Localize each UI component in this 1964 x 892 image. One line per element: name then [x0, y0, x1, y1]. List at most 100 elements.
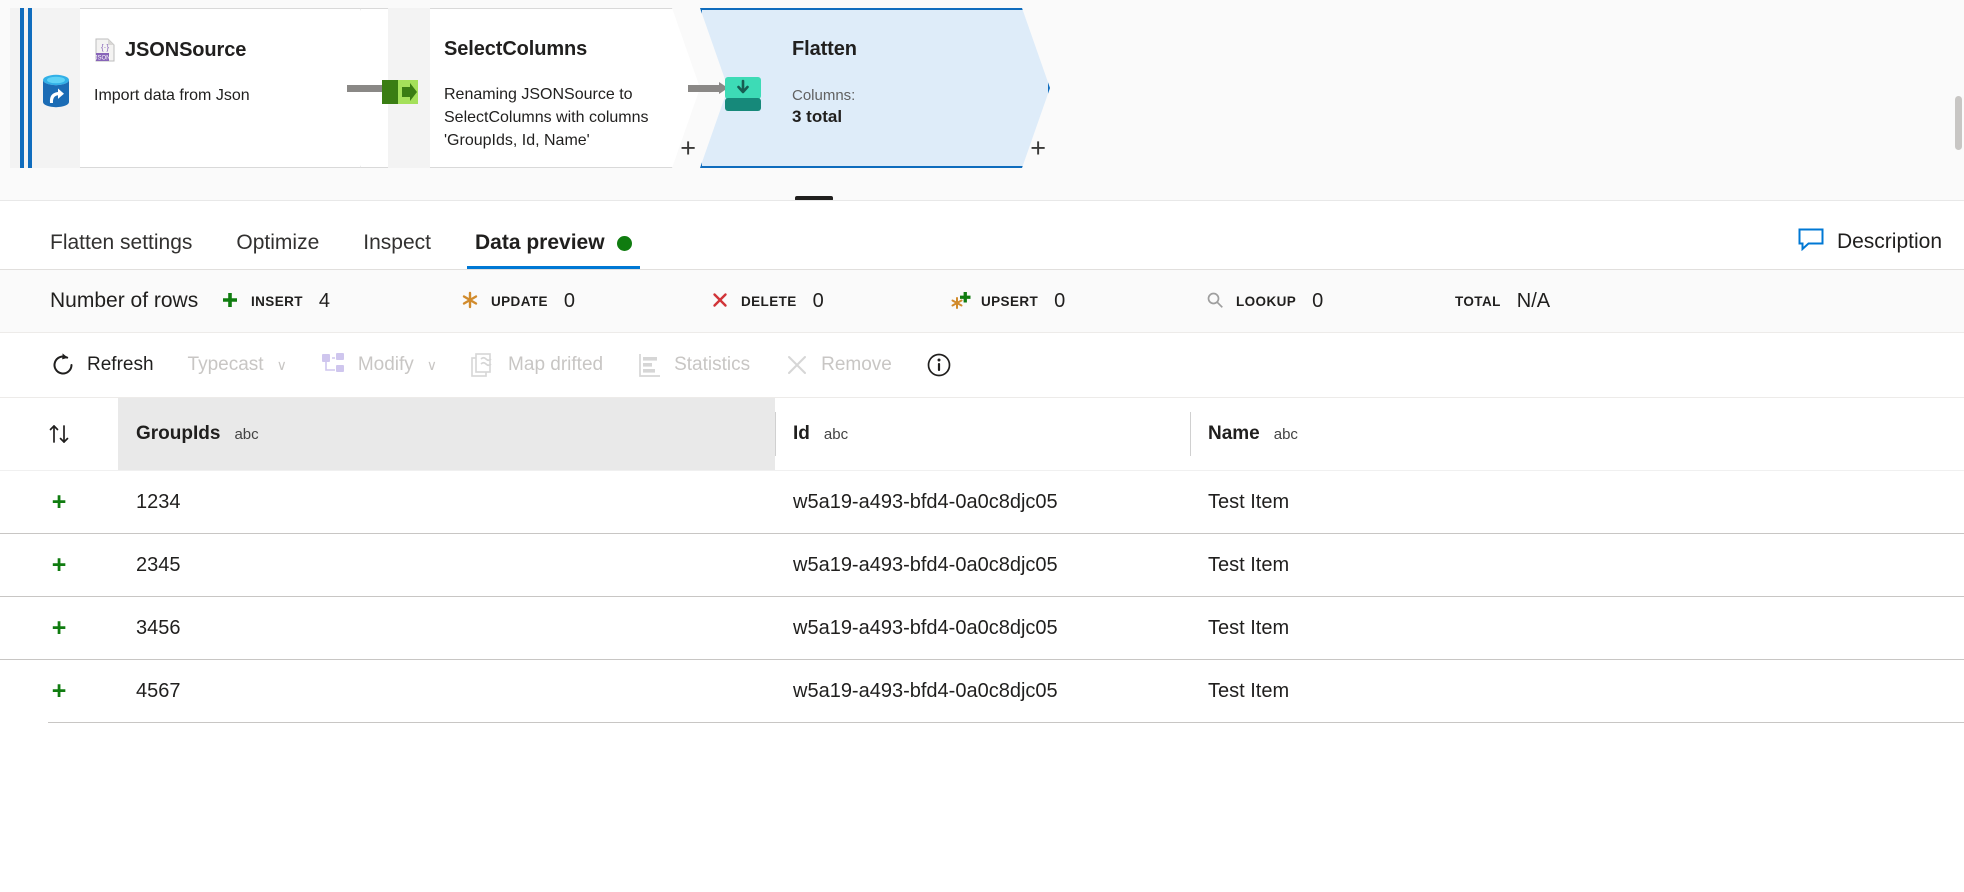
description-label: Description — [1836, 230, 1942, 253]
grid-bottom-divider — [48, 722, 1964, 723]
cell-id: w5a19-a493-bfd4-0a0c8djc05 — [793, 679, 1058, 702]
table-row[interactable]: + 1234 w5a19-a493-bfd4-0a0c8djc05 Test I… — [0, 471, 1964, 534]
column-divider — [1190, 412, 1191, 456]
stat-value: 0 — [563, 289, 576, 312]
column-type: abc — [234, 425, 259, 443]
cross-icon — [710, 290, 734, 312]
table-row[interactable]: + 4567 w5a19-a493-bfd4-0a0c8djc05 Test I… — [0, 660, 1964, 722]
chevron-down-icon: ∨ — [426, 356, 438, 373]
preview-toolbar: Refresh Typecast ∨ Modify ∨ Map drifted — [0, 333, 1964, 398]
data-preview-grid[interactable]: GroupIds abc Id abc Name abc + 1234 w5a1… — [0, 398, 1964, 723]
source-database-icon — [35, 70, 77, 112]
info-icon — [926, 352, 952, 378]
asterisk-plus-icon — [950, 290, 974, 312]
cell-id: w5a19-a493-bfd4-0a0c8djc05 — [793, 553, 1058, 576]
tab-optimize[interactable]: Optimize — [220, 231, 335, 269]
node-description: Renaming JSONSource to SelectColumns wit… — [444, 86, 649, 150]
tab-label: Flatten settings — [50, 231, 193, 254]
statistics-label: Statistics — [674, 354, 751, 375]
flatten-transform-icon — [724, 76, 762, 112]
stat-label: TOTAL — [1455, 293, 1501, 309]
description-button[interactable]: Description — [1798, 227, 1942, 257]
dataflow-node-json-source[interactable]: {·} JSON JSONSource Import data from Jso… — [10, 8, 400, 168]
refresh-button[interactable]: Refresh — [50, 352, 154, 378]
column-header-name[interactable]: Name abc — [1190, 398, 1690, 470]
cell-groupids: 3456 — [136, 616, 181, 639]
column-divider — [775, 412, 776, 456]
status-ready-dot — [616, 235, 632, 251]
column-header-id[interactable]: Id abc — [775, 398, 1190, 470]
typecast-button[interactable]: Typecast ∨ — [188, 354, 287, 376]
column-name: GroupIds — [136, 423, 221, 444]
tab-inspect[interactable]: Inspect — [347, 231, 447, 269]
node-meta-label: Columns: — [792, 87, 856, 104]
stat-value: 0 — [1312, 289, 1324, 312]
column-type: abc — [823, 425, 849, 443]
grid-header-row: GroupIds abc Id abc Name abc — [0, 398, 1964, 471]
cell-name: Test Item — [1208, 679, 1290, 702]
svg-text:{·}: {·} — [101, 43, 109, 52]
table-row[interactable]: + 3456 w5a19-a493-bfd4-0a0c8djc05 Test I… — [0, 597, 1964, 660]
dataflow-canvas[interactable]: {·} JSON JSONSource Import data from Jso… — [0, 0, 1964, 201]
column-name: Name — [1208, 423, 1260, 444]
refresh-icon — [50, 352, 76, 378]
number-of-rows-label: Number of rows — [50, 289, 199, 312]
stat-value: 0 — [1054, 289, 1066, 312]
table-row[interactable]: + 2345 w5a19-a493-bfd4-0a0c8djc05 Test I… — [0, 534, 1964, 597]
tab-label: Data preview — [474, 231, 605, 254]
chevron-down-icon: ∨ — [276, 356, 287, 373]
svg-text:JSON: JSON — [94, 56, 110, 62]
node-body: {·} JSON JSONSource Import data from Jso… — [94, 8, 364, 168]
panel-resize-handle[interactable] — [795, 196, 833, 200]
row-insert-marker: + — [51, 613, 67, 642]
tab-data-preview[interactable]: Data preview — [459, 231, 648, 269]
node-accent-bars — [20, 8, 34, 168]
node-title: SelectColumns — [444, 38, 588, 60]
stat-label: DELETE — [741, 293, 797, 309]
typecast-label: Typecast — [187, 354, 264, 375]
stat-value: 4 — [318, 289, 331, 312]
sort-toggle-button[interactable] — [0, 398, 118, 470]
column-type: abc — [1273, 425, 1298, 443]
canvas-vertical-scrollbar[interactable] — [1955, 96, 1962, 150]
add-node-button[interactable]: + — [1030, 133, 1046, 163]
tab-list: Flatten settings Optimize Inspect Data p… — [0, 231, 660, 269]
map-drifted-icon — [471, 352, 497, 378]
refresh-label: Refresh — [87, 354, 154, 375]
add-node-button[interactable]: + — [680, 133, 696, 163]
plus-icon — [220, 290, 244, 312]
select-transform-icon — [382, 76, 418, 108]
remove-button[interactable]: Remove — [784, 352, 892, 378]
stat-label: LOOKUP — [1236, 293, 1297, 309]
stat-total: TOTAL N/A — [1455, 290, 1550, 313]
column-header-groupids[interactable]: GroupIds abc — [118, 398, 775, 470]
map-drifted-button[interactable]: Map drifted — [471, 352, 603, 378]
connector-select-to-flatten — [688, 82, 728, 94]
tab-label: Inspect — [363, 231, 431, 254]
modify-button[interactable]: Modify ∨ — [321, 352, 437, 378]
statistics-button[interactable]: Statistics — [637, 352, 750, 378]
stat-insert: INSERT 4 — [220, 290, 330, 313]
cell-id: w5a19-a493-bfd4-0a0c8djc05 — [793, 616, 1058, 639]
stat-lookup: LOOKUP 0 — [1205, 290, 1323, 313]
cell-name: Test Item — [1208, 553, 1290, 576]
comment-icon — [1798, 227, 1824, 257]
map-drifted-label: Map drifted — [508, 354, 604, 375]
node-title: JSONSource — [125, 38, 247, 61]
cell-id: w5a19-a493-bfd4-0a0c8djc05 — [793, 490, 1058, 513]
tab-flatten-settings[interactable]: Flatten settings — [34, 231, 208, 269]
row-stats-bar: Number of rows INSERT 4 UPDATE 0 DELETE … — [0, 270, 1964, 333]
stat-upsert: UPSERT 0 — [950, 290, 1065, 313]
row-insert-marker: + — [51, 550, 67, 579]
info-button[interactable] — [926, 352, 952, 378]
node-body: Flatten Columns: 3 total — [792, 8, 1016, 168]
dataflow-node-flatten[interactable]: Flatten Columns: 3 total + — [700, 8, 1050, 168]
cell-name: Test Item — [1208, 490, 1290, 513]
dataflow-node-select-columns[interactable]: SelectColumns Renaming JSONSource to Sel… — [360, 8, 700, 168]
asterisk-icon — [460, 290, 484, 312]
node-title: Flatten — [792, 38, 857, 60]
cell-groupids: 1234 — [136, 490, 181, 513]
row-insert-marker: + — [51, 487, 67, 516]
statistics-icon — [637, 352, 663, 378]
cell-groupids: 2345 — [136, 553, 181, 576]
